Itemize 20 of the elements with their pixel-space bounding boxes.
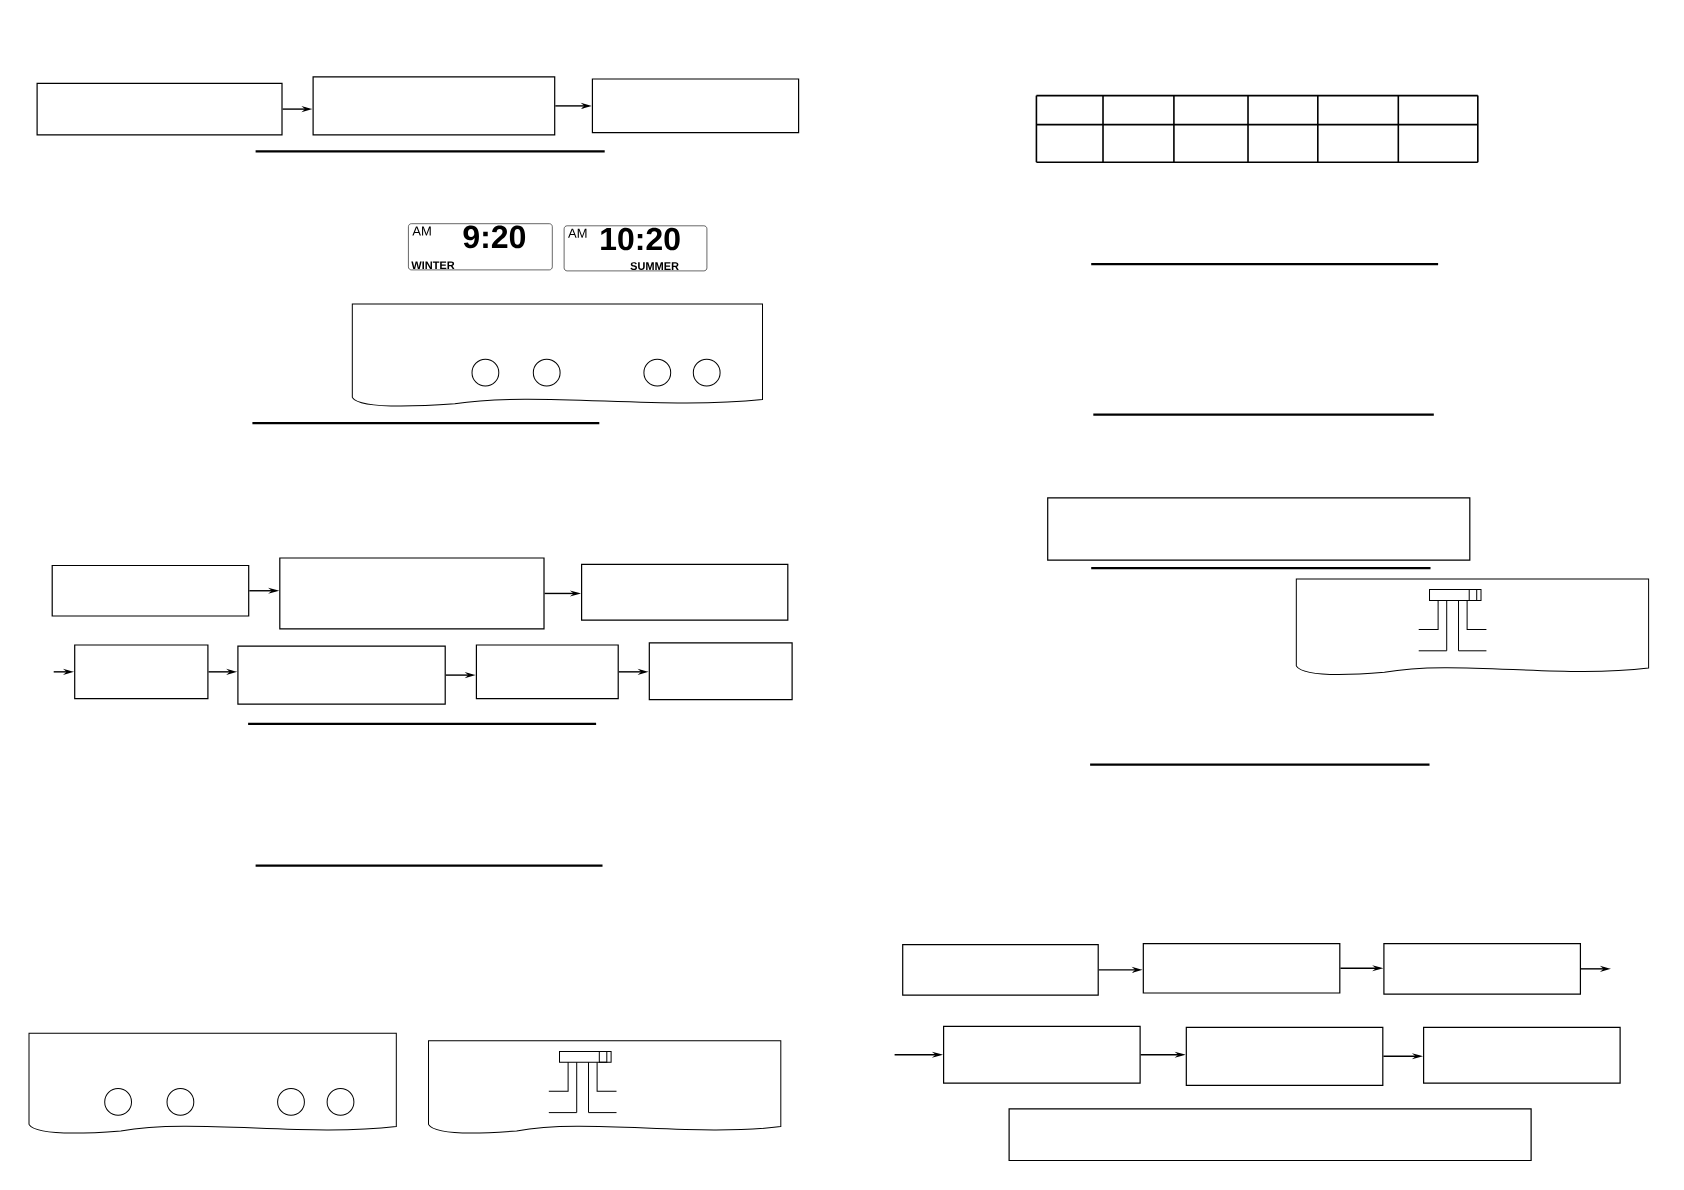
process-box: [591, 78, 800, 134]
process-box: [1008, 1108, 1532, 1162]
process-box: [237, 645, 446, 705]
process-box: [1047, 497, 1471, 561]
process-box: [1185, 1026, 1384, 1086]
process-box: [36, 82, 283, 136]
lcd-display: AM 9:20 WINTER: [408, 223, 553, 271]
process-box: [581, 563, 789, 621]
process-box: [648, 642, 793, 701]
process-box: [1383, 943, 1581, 995]
process-box: [475, 644, 619, 700]
process-box: [902, 944, 1099, 996]
process-box: [312, 76, 556, 136]
process-box: [1142, 943, 1341, 994]
process-box: [943, 1025, 1141, 1084]
process-box: [1423, 1026, 1621, 1084]
lcd-display: AM 10:20 SUMMER: [563, 225, 708, 272]
process-box: [51, 564, 250, 617]
process-box: [279, 557, 545, 630]
process-box: [74, 644, 209, 700]
